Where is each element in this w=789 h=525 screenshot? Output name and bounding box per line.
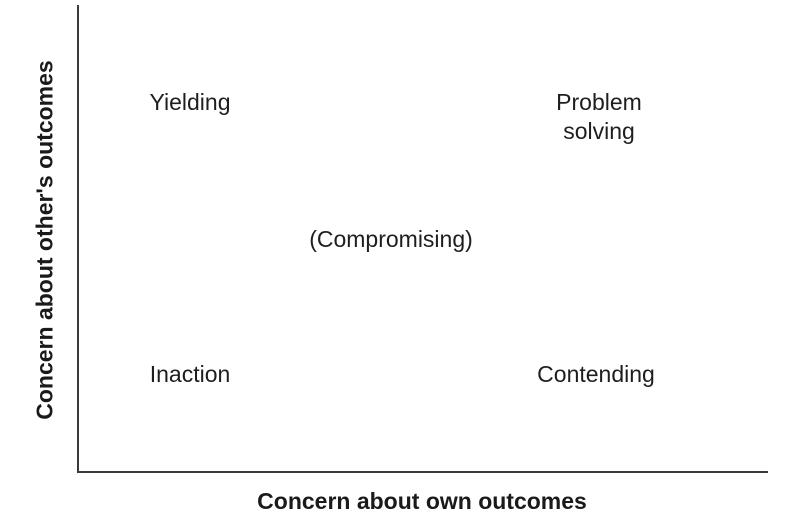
strategy-problem-solving-line2: solving <box>563 118 635 144</box>
x-axis-label: Concern about own outcomes <box>257 488 587 514</box>
strategy-yielding: Yielding <box>149 89 231 115</box>
strategy-contending: Contending <box>537 361 655 387</box>
strategy-inaction: Inaction <box>149 361 231 387</box>
strategy-problem-solving: Problem solving <box>556 88 642 146</box>
y-axis-line <box>77 5 79 473</box>
x-axis-line <box>77 471 768 473</box>
y-axis-label: Concern about other's outcomes <box>31 60 58 420</box>
strategy-compromising: (Compromising) <box>309 226 473 252</box>
strategy-problem-solving-line1: Problem <box>556 89 642 115</box>
